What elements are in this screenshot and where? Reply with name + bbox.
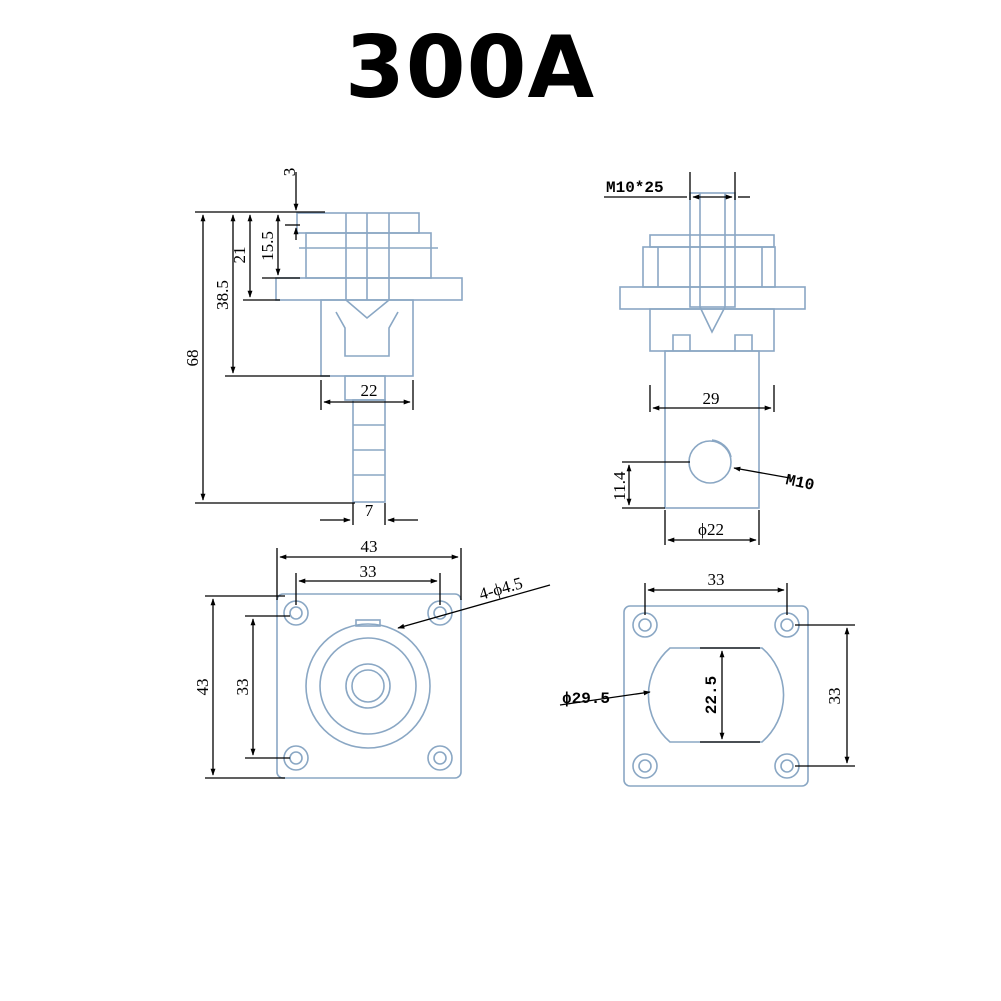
page-title: 300A <box>344 18 596 118</box>
top-dim-43-height: 43 <box>193 679 212 696</box>
top-dim-33-height: 33 <box>233 679 252 696</box>
front-dim-3: 3 <box>280 168 299 177</box>
side-dim-phi22: ϕ22 <box>698 520 724 539</box>
front-dim-38-5: 38.5 <box>213 280 232 310</box>
front-dim-21: 21 <box>230 247 249 264</box>
bottom-dim-33-width: 33 <box>708 570 725 589</box>
top-view: 43 33 4-ϕ4.5 43 33 <box>193 537 551 779</box>
front-view-dimensions <box>195 172 418 525</box>
top-view-dimensions <box>205 548 551 779</box>
side-dim-m10x25: M10*25 <box>606 179 664 197</box>
side-dim-11-4: 11.4 <box>610 471 629 501</box>
front-dim-22: 22 <box>361 381 378 400</box>
top-dim-43-width: 43 <box>361 537 378 556</box>
bottom-dim-phi29-5: ϕ29.5 <box>562 690 610 708</box>
bottom-view: 33 ϕ29.5 22.5 33 <box>559 570 855 787</box>
front-dim-7: 7 <box>365 501 374 520</box>
front-dim-15-5: 15.5 <box>258 231 277 261</box>
bottom-view-dimensions <box>559 583 855 767</box>
front-dim-68: 68 <box>183 350 202 367</box>
front-view: 3 15.5 21 38.5 68 22 7 <box>183 168 463 525</box>
side-dim-m10: M10 <box>784 471 816 495</box>
bottom-dim-22-5: 22.5 <box>703 676 721 714</box>
side-view: M10*25 29 M10 11.4 ϕ22 <box>604 172 816 545</box>
side-view-outline <box>619 192 806 509</box>
side-dim-29: 29 <box>703 389 720 408</box>
top-view-outline <box>276 593 462 779</box>
front-view-outline <box>275 212 463 503</box>
side-view-dimensions <box>604 172 791 545</box>
top-dim-33-width: 33 <box>360 562 377 581</box>
bottom-dim-33-height: 33 <box>825 688 844 705</box>
